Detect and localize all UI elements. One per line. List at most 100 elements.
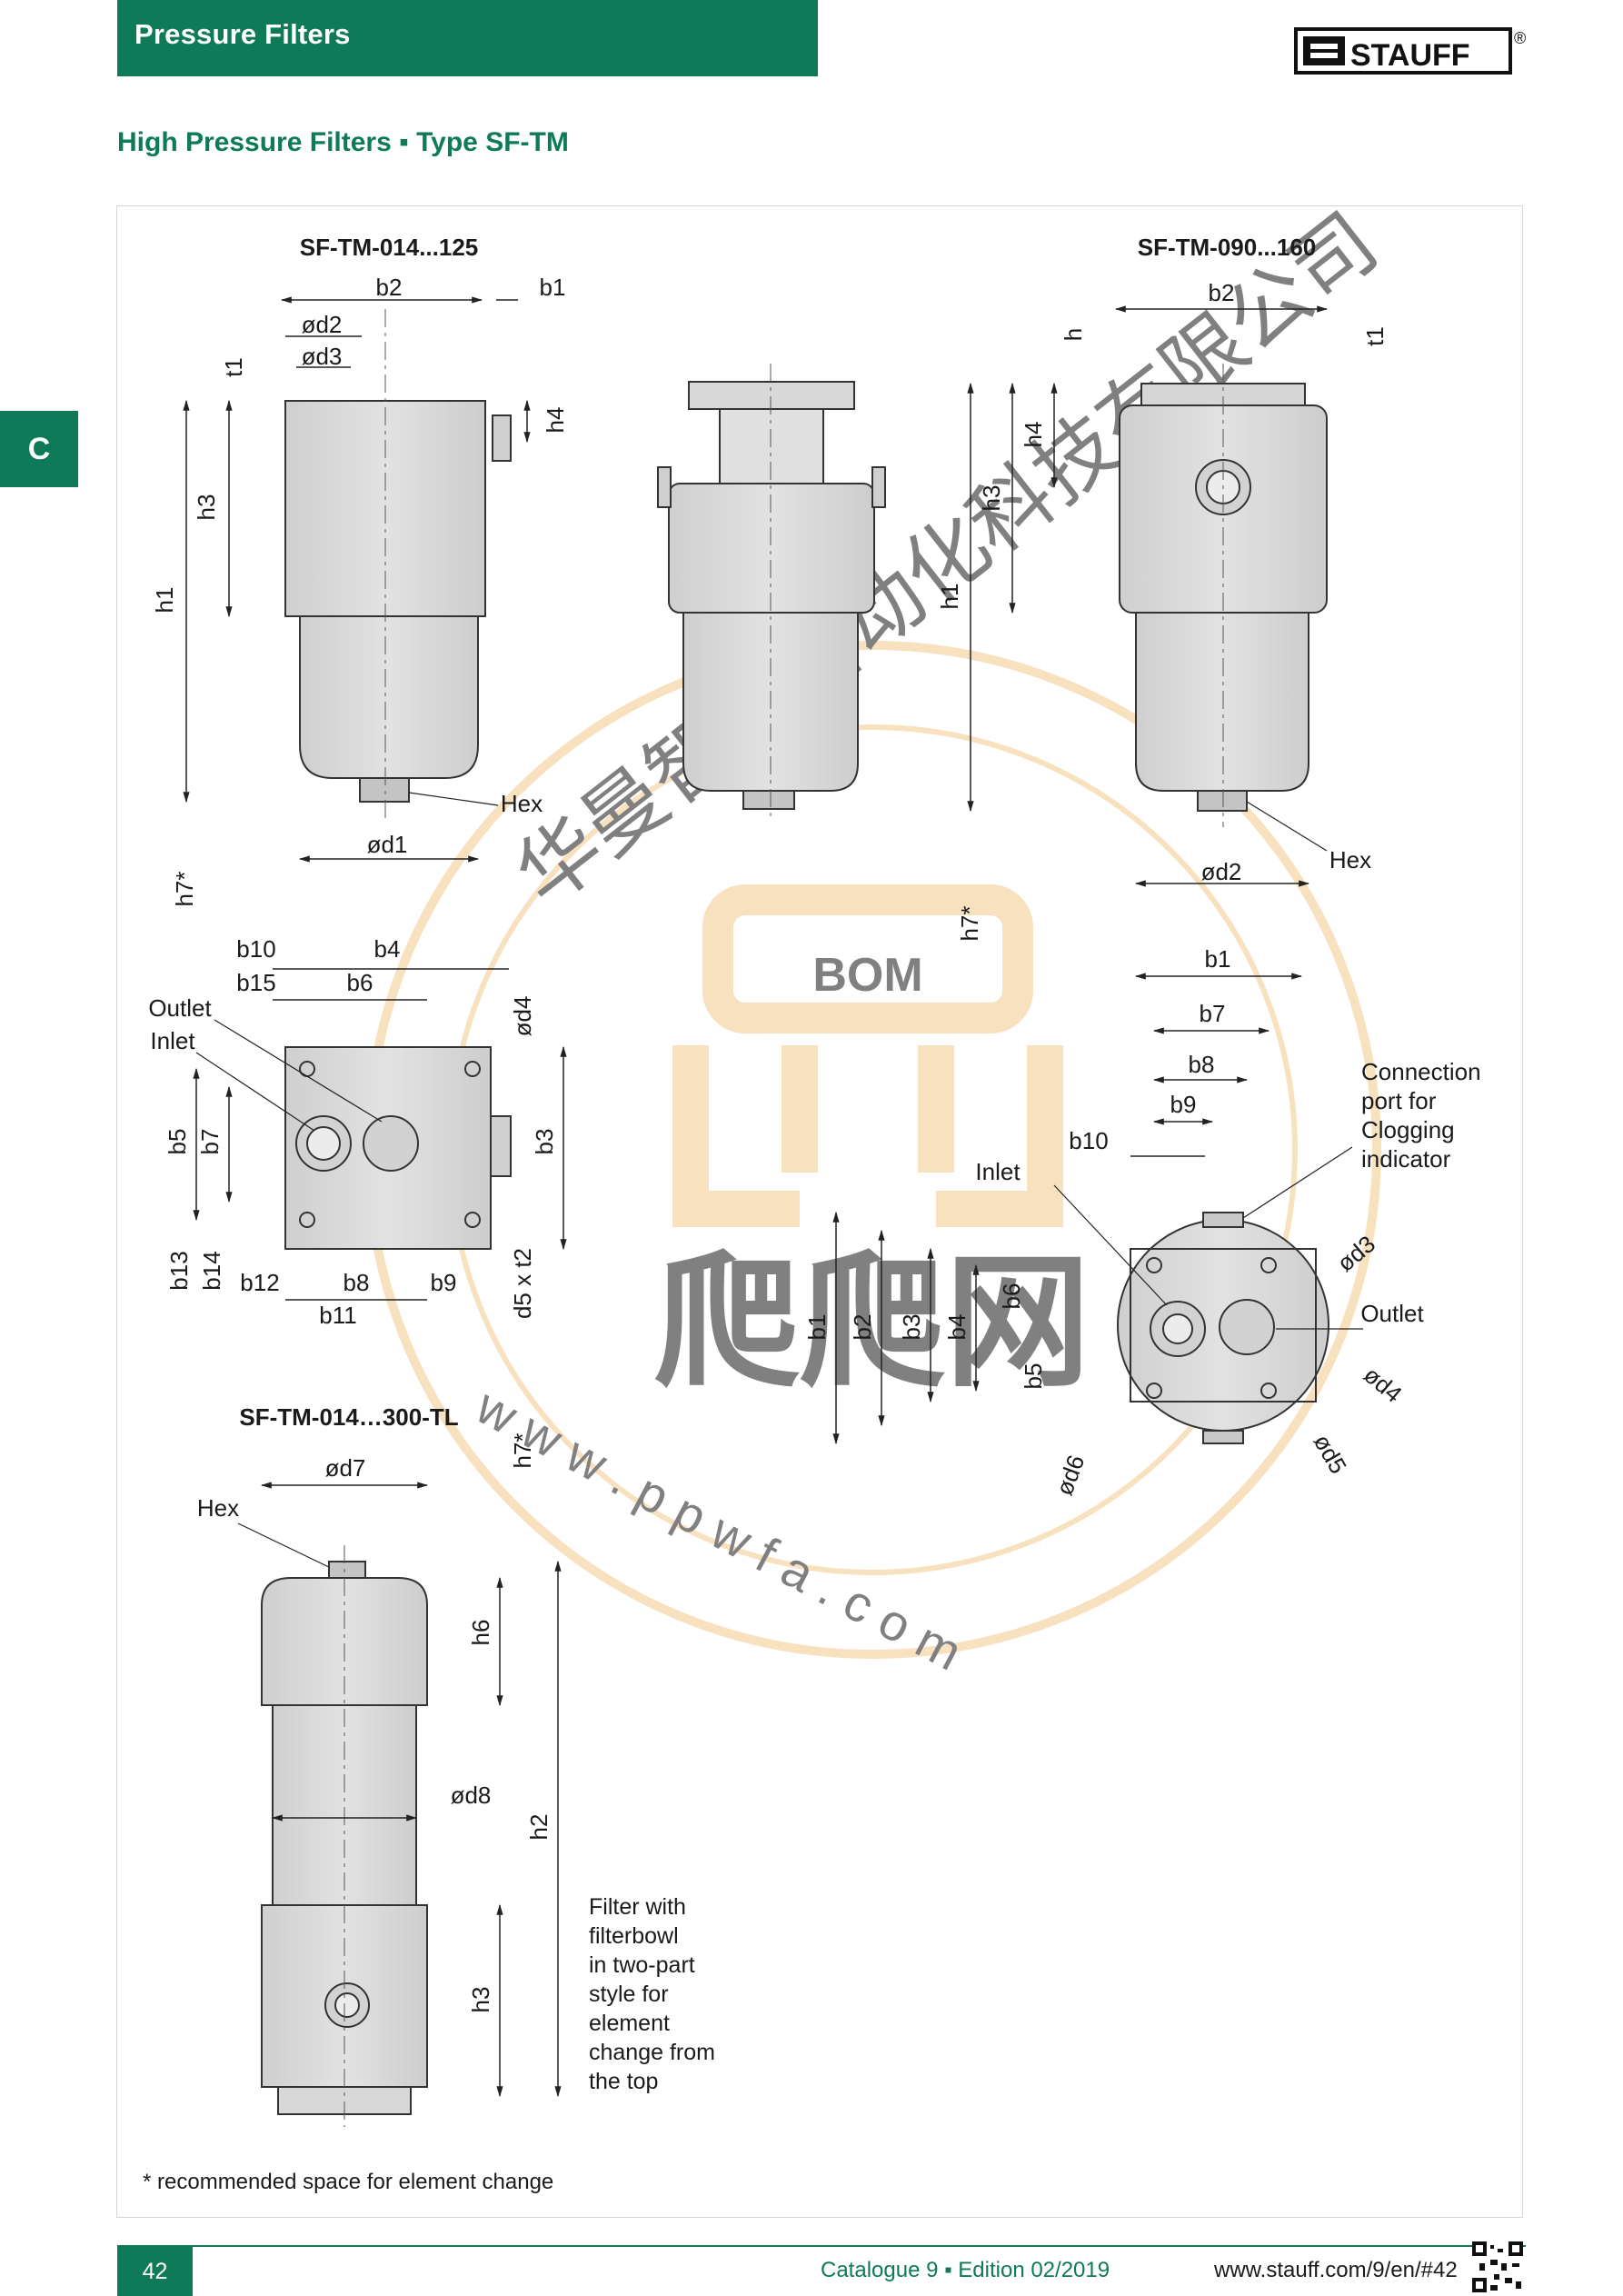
fig5-hex-label: Hex (197, 1494, 239, 1522)
fig5-title: SF-TM-014…300-TL (239, 1403, 458, 1431)
fig2-title: SF-TM-090...160 (1138, 234, 1317, 261)
fig3-dim-b5: b5 (164, 1129, 191, 1155)
fig5-note-line4: style for (589, 1982, 669, 2007)
fig5-note-line2: filterbowl (589, 1923, 679, 1949)
fig1-dim-d3: ød3 (302, 343, 343, 370)
fig5-note-line5: element (589, 2011, 670, 2036)
qr-code-icon[interactable] (1472, 2241, 1523, 2292)
fig1-dim-h7: h7* (171, 871, 198, 906)
fig2-hex-nut (1197, 790, 1248, 812)
fig2-dim-h3: h3 (978, 485, 1005, 512)
fig1-dim-h4: h4 (542, 407, 569, 434)
fig4-connection-line4: indicator (1361, 1145, 1451, 1173)
footnote: * recommended space for element change (143, 2170, 554, 2194)
fig4-dim-b7: b7 (1200, 1000, 1226, 1027)
fig2-dim-h1: h1 (936, 584, 963, 610)
figure-block-top-view: b10 b4 b15 b6 Outlet Inlet ød4 b5 b7 b3 … (148, 935, 567, 1329)
fig4-dim-b9: b9 (1170, 1091, 1197, 1118)
fig5-dim-d7: ød7 (325, 1454, 366, 1482)
fig2-filter-bowl (1135, 612, 1309, 792)
fig4-inlet-label: Inlet (975, 1158, 1021, 1185)
fig4-connection-line3: Clogging (1361, 1116, 1455, 1143)
fig3-dim-b6: b6 (347, 969, 373, 996)
drawing-frame (116, 205, 1523, 2218)
fig4-dim-b5v: b5 (1020, 1363, 1047, 1390)
fig4-dim-b1v: b1 (803, 1314, 831, 1341)
fig1-title: SF-TM-014...125 (300, 234, 479, 261)
fig5-dim-h3: h3 (467, 1987, 494, 2013)
fig4-dim-b6v: b6 (998, 1283, 1025, 1310)
fig1-dim-h3: h3 (193, 494, 220, 521)
fig1-dim-h1: h1 (151, 587, 178, 614)
fig3-dim-b3: b3 (531, 1129, 558, 1155)
fig4-connection-line2: port for (1361, 1087, 1437, 1114)
fig2-hex-label: Hex (1329, 846, 1371, 873)
fig4-dim-b4v: b4 (943, 1314, 971, 1341)
fig4-connection-line1: Connection (1361, 1058, 1481, 1085)
fig2-dim-h7: h7* (956, 905, 983, 941)
fig1-dim-d1: ød1 (367, 831, 408, 858)
fig3-dim-b8: b8 (344, 1269, 370, 1296)
chapter-tab[interactable]: C (0, 411, 78, 487)
fig5-note-line7: the top (589, 2069, 658, 2094)
fig2-dim-b2: b2 (1209, 279, 1235, 306)
fig5-dim-h2: h2 (525, 1814, 553, 1841)
fig3-dim-b11: b11 (319, 1302, 356, 1329)
fig2-dim-d2: ød2 (1201, 858, 1242, 885)
stauff-logo: STAUFF ® (1294, 27, 1526, 75)
fig1-dim-b2: b2 (376, 274, 403, 301)
fig3-dim-b14: b14 (198, 1251, 225, 1290)
fig4-dim-b1: b1 (1205, 945, 1231, 973)
fig3-inlet-label: Inlet (150, 1027, 195, 1054)
fig3-dim-d5t2: d5 x t2 (509, 1248, 536, 1319)
fig4-dim-d6: ød6 (1050, 1452, 1090, 1499)
figure-side-view (657, 364, 886, 818)
fig5-upper-bowl (261, 1577, 428, 1706)
catalogue-edition: Catalogue 9 ▪ Edition 02/2019 (821, 2258, 1110, 2282)
fig5-dim-h7: h7* (509, 1433, 536, 1468)
fig4-dim-d4: ød4 (1359, 1361, 1408, 1408)
fig3-dim-b9: b9 (431, 1269, 457, 1296)
fig4-dim-b3v: b3 (898, 1314, 925, 1341)
fig5-middle-bowl (272, 1704, 417, 1906)
fig5-note-line3: in two-part (589, 1952, 695, 1978)
fig3-dim-b15: b15 (236, 969, 275, 996)
fig4-dim-b2v: b2 (849, 1314, 876, 1341)
fig3-dim-b7: b7 (196, 1129, 224, 1155)
figure-round-head-top-view: b1 b7 b8 b9 b10 Inlet Connection port fo… (803, 945, 1481, 1499)
section-title: Pressure Filters (134, 18, 351, 50)
page-number: 42 (117, 2247, 193, 2296)
fig2-dim-t1: t1 (1361, 326, 1389, 346)
fig3-dim-b4: b4 (374, 935, 401, 963)
page-subtitle: High Pressure Filters ▪ Type SF-TM (117, 127, 569, 157)
fig5-note-line6: change from (589, 2040, 715, 2065)
fig2-dim-h: h (1060, 328, 1087, 341)
fig2-dim-h4: h4 (1020, 422, 1047, 448)
fig3-dim-d4: ød4 (509, 996, 536, 1037)
footer-rule (117, 2245, 1526, 2247)
fig4-dim-d5: ød5 (1309, 1430, 1352, 1479)
fig1-hex-label: Hex (501, 790, 543, 817)
header-bar (117, 0, 818, 76)
fig5-dim-h6: h6 (467, 1620, 494, 1646)
fig4-dim-b10: b10 (1069, 1127, 1108, 1154)
watermark-badge: BOM (812, 949, 922, 1002)
fig3-dim-b12: b12 (240, 1269, 279, 1296)
registered-mark: ® (1514, 29, 1526, 47)
fig3-dim-b10: b10 (236, 935, 275, 963)
fig1-dim-b1: b1 (540, 274, 566, 301)
figure-sf-tm-014-300-tl: SF-TM-014…300-TL ød7 Hex h7* h6 ød8 h2 h… (197, 1403, 715, 2127)
figure-sf-tm-090-160: SF-TM-090...160 b2 h t1 h4 h3 h1 h7* Hex… (936, 234, 1389, 942)
fig3-outlet-label: Outlet (148, 994, 212, 1022)
fig5-note-line1: Filter with (589, 1894, 686, 1920)
fig1-hex-nut (359, 777, 410, 803)
fig4-dim-b8: b8 (1189, 1051, 1215, 1078)
logo-text: STAUFF (1350, 38, 1470, 73)
fig1-dim-t1: t1 (220, 357, 247, 377)
fig5-dim-d8: ød8 (451, 1782, 492, 1809)
fig1-dim-d2: ød2 (302, 311, 343, 338)
fig1-filter-bowl (299, 615, 479, 779)
fig3-dim-b13: b13 (165, 1251, 193, 1290)
footer-url[interactable]: www.stauff.com/9/en/#42 (1214, 2258, 1458, 2282)
